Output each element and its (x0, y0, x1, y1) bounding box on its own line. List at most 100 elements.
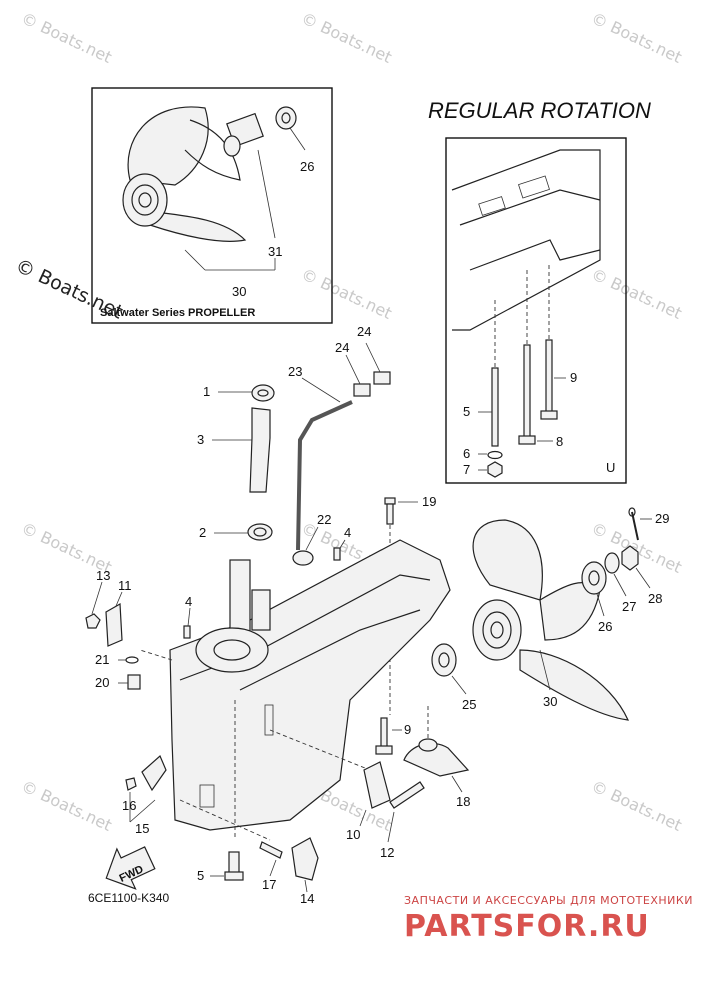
propeller-blade-right (519, 649, 629, 721)
watermark: © Boats.net (588, 776, 684, 834)
spacer-26-main (581, 561, 607, 595)
cover-10 (363, 761, 391, 809)
callout-13: 13 (96, 568, 110, 583)
dowel-4a (333, 547, 341, 561)
cotter-pin-29 (631, 511, 639, 541)
bolt-8-shaft (523, 344, 531, 438)
branding: ЗАПЧАСТИ И АКСЕССУАРЫ ДЛЯ МОТОТЕХНИКИ PA… (404, 894, 693, 944)
washer-6 (487, 450, 503, 460)
regular-rotation-heading: REGULAR ROTATION (428, 98, 651, 123)
callout-17: 17 (262, 877, 276, 892)
callout-20: 20 (95, 675, 109, 690)
callout-30b: 30 (543, 694, 557, 709)
callout-16: 16 (122, 798, 136, 813)
propeller-hub (122, 173, 168, 227)
callout-31: 31 (268, 244, 282, 259)
housing-top-view (451, 149, 601, 331)
callout-24b: 24 (357, 324, 371, 339)
oring-21 (125, 656, 139, 664)
watermark: © Boats.net (588, 8, 684, 66)
callout-8: 8 (556, 434, 563, 449)
bolt-12 (389, 781, 425, 809)
driveshaft-bearing (251, 589, 271, 631)
grommet-1 (251, 384, 275, 402)
drawing-code: 6CE1100-K340 (88, 891, 169, 905)
bolt-5-shaft (228, 851, 240, 875)
water-tube-3 (249, 407, 271, 493)
callout-29: 29 (655, 511, 669, 526)
bolt-19-head (384, 497, 396, 505)
callout-24a: 24 (335, 340, 349, 355)
propeller-hub-main (472, 599, 522, 661)
callout-5b: 5 (197, 868, 204, 883)
callout-19: 19 (422, 494, 436, 509)
inset-mark: U (606, 460, 615, 475)
propeller-inset-frame (91, 87, 333, 324)
screw-20 (127, 674, 141, 690)
cover-11 (105, 602, 123, 647)
bolt-9-head (375, 745, 393, 755)
plate-14 (291, 837, 319, 881)
callout-1: 1 (203, 384, 210, 399)
callout-26: 26 (300, 159, 314, 174)
callout-6: 6 (463, 446, 470, 461)
callout-3: 3 (197, 432, 204, 447)
nut-13 (85, 613, 101, 629)
seal-2 (247, 523, 273, 541)
callout-14: 14 (300, 891, 314, 906)
callout-7: 7 (463, 462, 470, 477)
callout-12: 12 (380, 845, 394, 860)
propeller-blade-upper (127, 106, 209, 186)
tube-23 (296, 400, 353, 551)
brand-tagline: ЗАПЧАСТИ И АКСЕССУАРЫ ДЛЯ МОТОТЕХНИКИ (404, 894, 693, 907)
bolt-5-inset (491, 367, 499, 447)
bolt-5-head (224, 871, 244, 881)
fwd-arrow (105, 846, 156, 890)
spacer-26 (275, 106, 297, 130)
watermark: © Boats.net (298, 264, 394, 322)
callout-2: 2 (199, 525, 206, 540)
watermark: © Boats.net (298, 8, 394, 66)
propeller-blade-back (184, 119, 241, 181)
screw-17 (259, 841, 283, 859)
callout-21: 21 (95, 652, 109, 667)
regular-rotation-inset: 5 6 7 8 9 U (445, 137, 627, 484)
plate-15 (141, 754, 167, 792)
bolt-9-inset (545, 339, 553, 413)
callout-10: 10 (346, 827, 360, 842)
nut-7 (487, 461, 503, 478)
callout-30: 30 (232, 284, 246, 299)
callout-27: 27 (622, 599, 636, 614)
callout-23: 23 (288, 364, 302, 379)
bolt-8-head (518, 435, 536, 445)
brand-logo: PARTSFOR.RU (404, 909, 650, 944)
grommet-22 (292, 550, 314, 566)
callout-15: 15 (135, 821, 149, 836)
gearcase-housing (169, 539, 451, 831)
lower-unit-assembly: 1 3 2 23 24 24 22 4 4 19 (85, 324, 669, 906)
watermark: © Boats.net (588, 264, 684, 322)
callout-18: 18 (456, 794, 470, 809)
inset-frame (445, 137, 627, 484)
thrust-washer-25 (431, 643, 457, 677)
propeller-inset: 26 31 30 Saltwater Series PROPELLER (91, 87, 333, 324)
nut-28 (621, 545, 639, 571)
callout-4a: 4 (344, 525, 351, 540)
callout-4b: 4 (185, 594, 192, 609)
watermark: © Boats.net (18, 776, 114, 834)
dowel-4b (183, 625, 191, 639)
callout-9: 9 (570, 370, 577, 385)
clip-24a (353, 383, 371, 397)
callout-25: 25 (462, 697, 476, 712)
bolt-19-shaft (386, 503, 394, 525)
propeller-blade-lower (138, 209, 247, 242)
callout-5: 5 (463, 404, 470, 419)
water-pump-base (195, 627, 269, 673)
callout-11: 11 (118, 578, 132, 593)
bolt-9-shaft (380, 717, 388, 749)
propeller-blade-top (472, 519, 543, 601)
callout-26b: 26 (598, 619, 612, 634)
propeller-caption: Saltwater Series PROPELLER (100, 307, 255, 319)
